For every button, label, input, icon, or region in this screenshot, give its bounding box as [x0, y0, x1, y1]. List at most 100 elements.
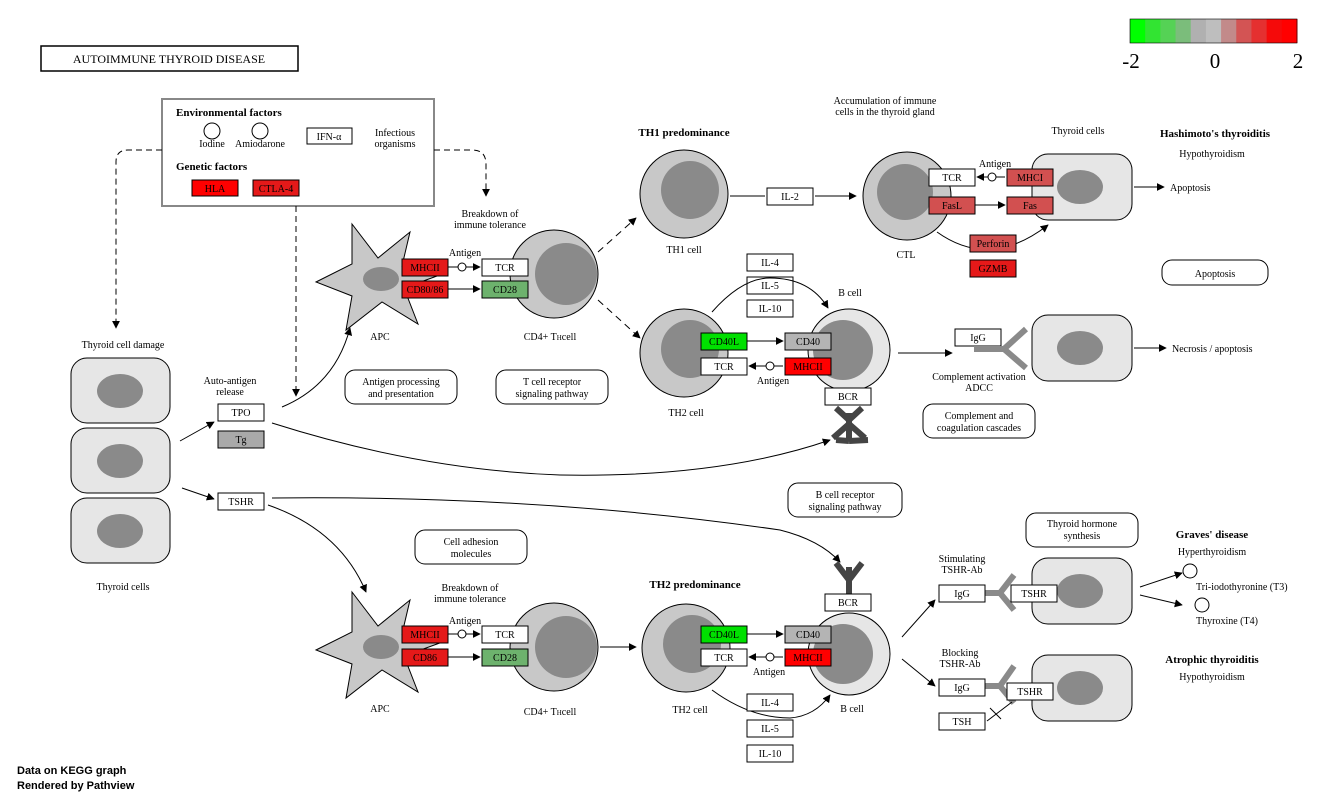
auto-antigen-label-2: release	[216, 387, 244, 398]
upper-b-antigen-label: Antigen	[757, 376, 789, 387]
lower-breakdown-label-2: immune tolerance	[434, 594, 506, 605]
upper-breakdown-label-1: Breakdown of	[462, 209, 520, 220]
title-box	[40, 45, 299, 72]
legend-swatch	[1190, 19, 1207, 43]
lower-b-mhcii-gene	[784, 648, 832, 667]
tcr-signaling-link[interactable]	[495, 369, 609, 405]
lower-th2-tcr-label: TCR	[714, 653, 734, 664]
upper-b-cell-label: B cell	[838, 288, 862, 299]
amiodarone-label: Amiodarone	[235, 139, 286, 150]
blocking-label-1: Blocking	[942, 648, 979, 659]
lower-cd28-gene	[481, 648, 529, 667]
necrosis-label: Necrosis / apoptosis	[1172, 344, 1253, 355]
apoptosis-link[interactable]	[1161, 259, 1269, 286]
lower-il5-label: IL-5	[761, 724, 779, 735]
antigen-processing-label-2: and presentation	[368, 389, 434, 400]
ifn-alpha-box	[306, 127, 353, 145]
lower-cd40l-label: CD40L	[709, 630, 739, 641]
th1-cell-label: TH1 cell	[666, 245, 701, 256]
ctla4-label: CTLA-4	[259, 184, 293, 195]
tg-label: Tg	[235, 435, 246, 446]
bcr-signaling-link[interactable]	[787, 482, 903, 518]
legend-swatch	[1130, 19, 1146, 43]
th1-predominance-label: TH1 predominance	[638, 127, 729, 139]
hla-gene	[191, 179, 239, 197]
atrophic-tshr-label: TSHR	[1017, 687, 1043, 698]
th1-nucleus	[661, 161, 719, 219]
t3-label: Tri-iodothyronine (T3)	[1196, 582, 1288, 593]
ctla4-gene	[252, 179, 300, 197]
upper-bcr-label: BCR	[838, 392, 858, 403]
lower-b-antigen-label: Antigen	[753, 667, 785, 678]
tpo-label: TPO	[232, 408, 251, 419]
complement-cascades-label-1: Complement and	[945, 411, 1014, 422]
infectious-label-1: Infectious	[375, 128, 415, 139]
fas-label: Fas	[1023, 201, 1037, 212]
th1-group: TH1 predominance TH1 cell IL-2	[638, 127, 857, 256]
th2-predominance-label: TH2 predominance	[649, 579, 740, 591]
iodine-compound	[203, 122, 221, 140]
upper-mhcii-label: MHCII	[410, 263, 439, 274]
mhci-label: MHCI	[1017, 173, 1043, 184]
tsh-gene	[938, 712, 986, 731]
tcr-signaling-label-2: signaling pathway	[515, 389, 588, 400]
legend-mid-label: 0	[1210, 49, 1221, 73]
tsh-label: TSH	[953, 717, 972, 728]
fasl-label: FasL	[942, 201, 962, 212]
upper-antigen-label: Antigen	[449, 248, 481, 259]
cell-adhesion-label-2: molecules	[451, 549, 492, 560]
cell-adhesion-label-1: Cell adhesion	[444, 537, 499, 548]
graves-thyroid-nucleus	[1057, 574, 1103, 608]
upper-th2-tcr-gene	[700, 357, 748, 376]
hypothyroidism-label-2: Hypothyroidism	[1179, 672, 1245, 683]
cell-adhesion-link[interactable]	[414, 529, 528, 565]
lower-b-cell-label: B cell	[840, 704, 864, 715]
graves-tshr-gene	[1010, 584, 1058, 603]
lower-cd4-t-nucleus	[535, 616, 597, 678]
thyroid-cells-top-label: Thyroid cells	[1051, 126, 1104, 137]
thyroid-edges	[179, 327, 841, 593]
thyroid-hormone-label-1: Thyroid hormone	[1047, 519, 1118, 530]
auto-antigen-label-1: Auto-antigen	[204, 376, 257, 387]
tshr-left-label: TSHR	[228, 497, 254, 508]
necrosis-thyroid-nucleus	[1057, 331, 1103, 365]
lower-th2-tcr-gene	[700, 648, 748, 667]
apoptosis-arrow-label: Apoptosis	[1170, 183, 1211, 194]
igg-antibody-icon	[974, 326, 1029, 371]
thyroid-hormone-link[interactable]	[1025, 512, 1139, 548]
perforin-label: Perforin	[977, 239, 1010, 250]
upper-apc-nucleus	[363, 267, 399, 291]
antigen-processing-link[interactable]	[344, 369, 458, 405]
upper-il10-gene	[746, 299, 794, 318]
bcr-signaling-label-1: B cell receptor	[816, 490, 876, 501]
lower-cd4-label: CD4+ THcell	[524, 707, 577, 718]
ifn-alpha-label: IFN-α	[317, 132, 342, 143]
igg-complement-label: IgG	[970, 333, 986, 344]
upper-tcr-label: TCR	[495, 263, 515, 274]
atrophic-label: Atrophic thyroiditis	[1165, 654, 1259, 666]
ctl-tcr-label: TCR	[942, 173, 962, 184]
apoptosis-link-label: Apoptosis	[1195, 269, 1236, 280]
hla-label: HLA	[205, 184, 226, 195]
legend-swatch	[1221, 19, 1237, 43]
upper-cd80-86-label: CD80/86	[407, 285, 444, 296]
mhci-gene	[1006, 168, 1054, 187]
complement-cascades-link[interactable]	[922, 403, 1036, 439]
upper-il4-gene	[746, 253, 794, 272]
antigen-processing-label-1: Antigen processing	[362, 377, 440, 388]
upper-th2-group: IL-4 IL-5 IL-10 TH2 cell B cell CD40L CD…	[639, 253, 953, 444]
blocking-label-2: TSHR-Ab	[939, 659, 980, 670]
stimulating-label-1: Stimulating	[939, 554, 986, 565]
lower-antigen-label: Antigen	[449, 616, 481, 627]
stimulating-label-2: TSHR-Ab	[941, 565, 982, 576]
gzmb-label: GZMB	[979, 264, 1008, 275]
ctl-tcr-gene	[928, 168, 976, 187]
t4-compound	[1194, 597, 1210, 613]
footer-line-2: Rendered by Pathview	[17, 780, 135, 792]
lower-breakdown-label-1: Breakdown of	[442, 583, 500, 594]
stim-igg-label: IgG	[954, 589, 970, 600]
ctl-label: CTL	[897, 250, 916, 261]
il2-label: IL-2	[781, 192, 799, 203]
lower-cd40-label: CD40	[796, 630, 820, 641]
upper-cd40-label: CD40	[796, 337, 820, 348]
